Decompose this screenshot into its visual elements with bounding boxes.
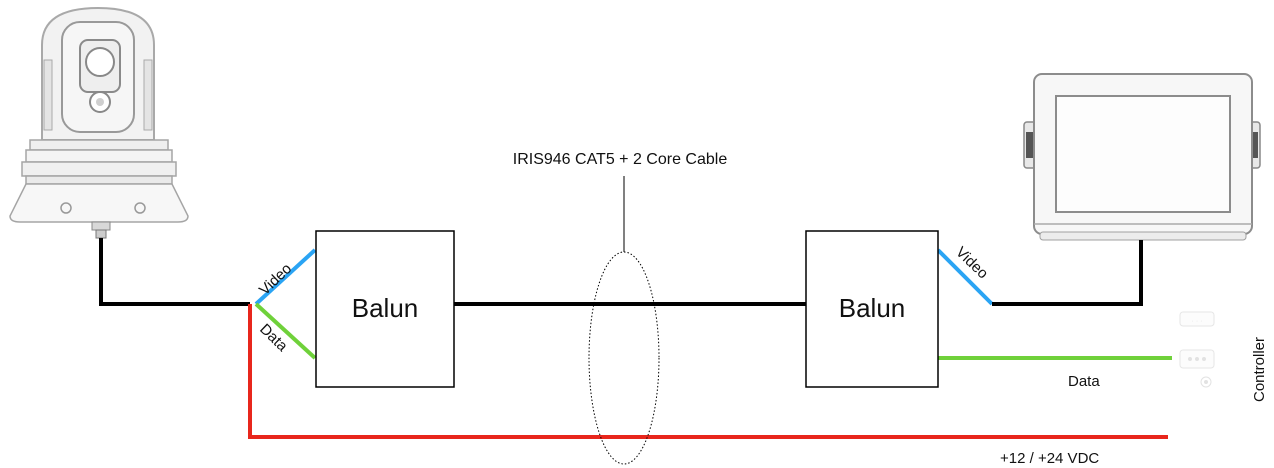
balun-right <box>805 230 939 388</box>
balun-left-label: Balun <box>352 293 419 323</box>
balun-right-label: Balun <box>839 293 906 323</box>
video-wire-left <box>254 248 317 306</box>
monitor-icon <box>1023 73 1261 241</box>
cable-bundle-marker <box>588 251 660 465</box>
power-wire <box>248 304 1168 439</box>
ptz-camera-icon <box>9 6 189 239</box>
cable-label: IRIS946 CAT5 + 2 Core Cable <box>513 151 728 168</box>
data-wire-left <box>254 302 317 360</box>
data-label-left: Data <box>256 321 291 356</box>
power-label: +12 / +24 VDC <box>1000 450 1099 467</box>
camera-cable <box>99 238 250 306</box>
balun-left <box>315 230 455 388</box>
controller-icon: · · · <box>1179 311 1215 388</box>
video-label-left: Video <box>256 260 295 299</box>
monitor-cable <box>992 240 1143 306</box>
video-wire-right <box>936 248 994 306</box>
controller-label: Controller <box>1251 337 1268 402</box>
video-label-right: Video <box>952 244 991 283</box>
data-label-right: Data <box>1068 373 1100 390</box>
svg-text:· · ·: · · · <box>1192 318 1203 325</box>
